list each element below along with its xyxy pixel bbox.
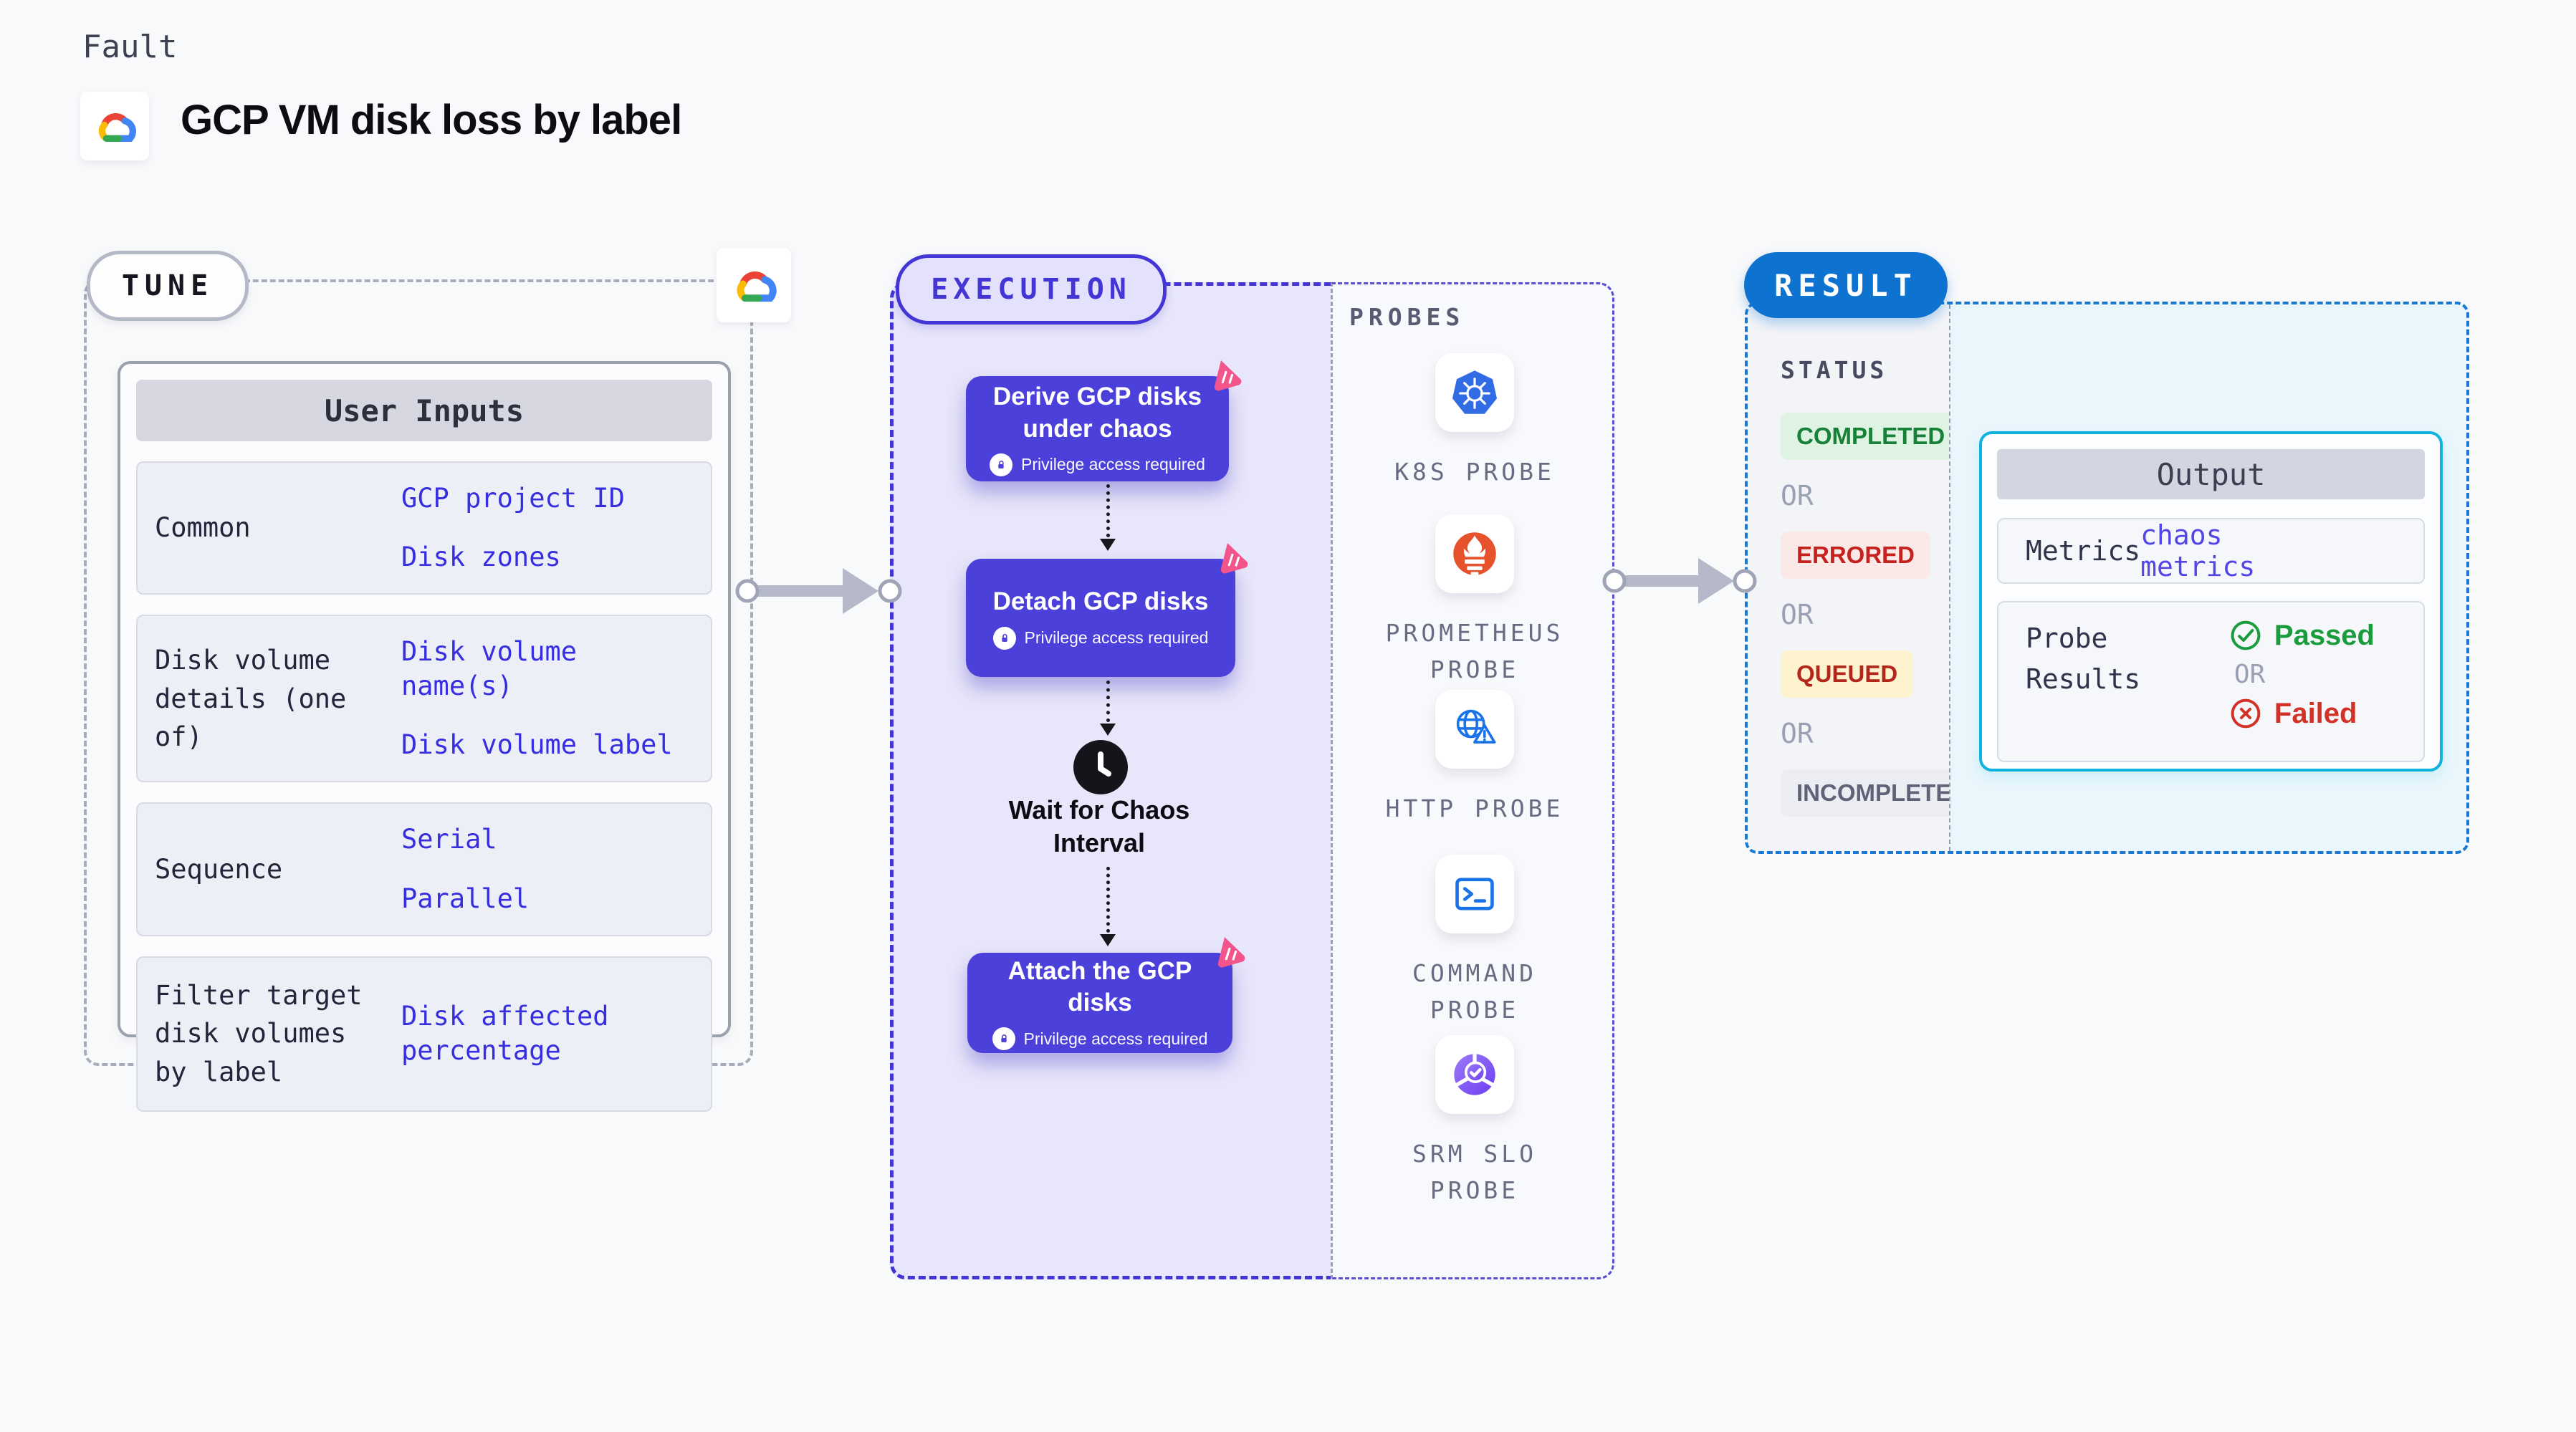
step-title: Derive GCP disks under chaos (992, 383, 1202, 443)
probe-name: K8S PROBE (1394, 458, 1555, 486)
table-row-filter-by-label: Filter target disk volumes by label Disk… (136, 956, 712, 1112)
or-separator: OR (2233, 660, 2266, 689)
tune-to-execution-arrow (735, 568, 902, 614)
output-header: Output (1997, 449, 2425, 499)
step-detach-gcp-disks: Detach GCP disks Privilege access requir… (966, 543, 1248, 677)
privilege-note: Privilege access required (1021, 455, 1205, 474)
execution-badge: EXECUTION (896, 254, 1167, 325)
probe-name: SRM SLO PROBE (1412, 1140, 1538, 1205)
lock-icon (990, 453, 1013, 476)
result-region: RESULT STATUS COMPLETED OR ERRORED OR QU… (1744, 252, 2469, 854)
clock-icon (1073, 740, 1128, 794)
row-value: GCP project ID (401, 483, 625, 514)
http-globe-warning-icon (1435, 690, 1514, 769)
probe-results-label: Probe Results (2026, 623, 2141, 695)
row-label: Common (155, 512, 251, 544)
step-attach-gcp-disks: Attach the GCP disks Privilege access re… (967, 937, 1245, 1053)
check-circle-icon (2231, 620, 2261, 650)
x-circle-icon (2231, 698, 2261, 729)
flow-arrow-down (1097, 681, 1119, 736)
row-value: Disk affected percentage (401, 1001, 609, 1067)
table-row-sequence: Sequence Serial Parallel (136, 802, 712, 936)
probe-name: PROMETHEUS PROBE (1385, 619, 1564, 684)
row-label: Disk volume details (one of) (155, 644, 347, 753)
tune-region: TUNE User Inputs Common GCP project ID D… (84, 248, 791, 1112)
probe-prometheus: PROMETHEUS PROBE (1367, 514, 1582, 688)
user-inputs-card: User Inputs Common GCP project ID Disk z… (118, 361, 731, 1112)
passed-line: Passed (2228, 618, 2375, 653)
passed-label: Passed (2274, 619, 2375, 651)
chaos-icon (1205, 355, 1246, 396)
probe-name: HTTP PROBE (1385, 794, 1564, 822)
row-label: Sequence (155, 853, 283, 885)
row-value: Disk zones (401, 542, 561, 573)
probe-results-row: Probe Results Passed OR (1997, 601, 2425, 762)
lock-icon (992, 1027, 1015, 1051)
probes-label: PROBES (1349, 303, 1465, 331)
metrics-label: Metrics (2026, 534, 2141, 567)
flow-arrow-down (1097, 484, 1119, 551)
metrics-row: Metrics chaos metrics (1997, 518, 2425, 584)
tune-badge: TUNE (87, 251, 249, 321)
terminal-icon (1435, 855, 1514, 933)
arrowhead-icon (1100, 724, 1116, 736)
privilege-note: Privilege access required (1024, 628, 1209, 648)
probes-to-result-arrow (1602, 558, 1757, 604)
lock-icon (992, 626, 1016, 650)
arrowhead-icon (1100, 934, 1116, 946)
status-column: STATUS COMPLETED OR ERRORED OR QUEUED OR… (1748, 304, 1985, 851)
status-badge-completed: COMPLETED (1781, 413, 1961, 460)
probe-http: HTTP PROBE (1367, 690, 1582, 827)
kubernetes-icon (1435, 353, 1514, 432)
arrowhead-icon (1100, 539, 1116, 551)
row-label: Filter target disk volumes by label (155, 979, 363, 1087)
probe-k8s: K8S PROBE (1367, 353, 1582, 490)
failed-line: Failed (2228, 696, 2357, 731)
execution-region: EXECUTION Derive GCP disks under chaos P… (890, 254, 1331, 1279)
fault-kicker: Fault (82, 29, 178, 65)
flow-arrow-down (1097, 867, 1119, 946)
table-row-disk-volume-details: Disk volume details (one of) Disk volume… (136, 615, 712, 783)
probe-srm-slo: SRM SLO PROBE (1367, 1035, 1582, 1208)
chaos-metrics-link: chaos metrics (2140, 519, 2256, 582)
status-label: STATUS (1781, 356, 1888, 384)
status-badge-errored: ERRORED (1781, 532, 1931, 579)
result-badge: RESULT (1744, 252, 1948, 318)
or-separator: OR (1781, 599, 1814, 630)
row-value: Disk volume label (401, 729, 673, 761)
row-value: Disk volume name(s) (401, 636, 578, 702)
or-separator: OR (1781, 718, 1814, 749)
step-derive-gcp-disks: Derive GCP disks under chaos Privilege a… (966, 360, 1242, 481)
step-title: Detach GCP disks (992, 587, 1209, 616)
table-row-common: Common GCP project ID Disk zones (136, 461, 712, 595)
gcp-cloud-logo-icon (80, 92, 149, 160)
prometheus-icon (1435, 514, 1514, 593)
probe-name: COMMAND PROBE (1412, 959, 1538, 1024)
chaos-icon (1208, 931, 1250, 973)
gcp-cloud-icon (737, 271, 777, 302)
chaos-icon (1211, 537, 1253, 579)
slo-donut-check-icon (1435, 1035, 1514, 1114)
step-title: Attach the GCP disks (1007, 956, 1192, 1017)
probe-command: COMMAND PROBE (1367, 855, 1582, 1028)
page-title: GCP VM disk loss by label (181, 97, 682, 143)
failed-label: Failed (2274, 697, 2357, 729)
or-separator: OR (1781, 480, 1814, 511)
wait-for-chaos-interval-label: Wait for Chaos Interval (1008, 795, 1190, 858)
row-value: Serial (401, 824, 497, 855)
output-card: Output Metrics chaos metrics Probe Resul… (1979, 431, 2443, 772)
output-area: Output Metrics chaos metrics Probe Resul… (1949, 304, 2466, 851)
status-badge-queued: QUEUED (1781, 650, 1914, 698)
row-value: Parallel (401, 883, 530, 914)
user-inputs-header: User Inputs (136, 380, 712, 441)
privilege-note: Privilege access required (1023, 1029, 1208, 1048)
gcp-cloud-icon (98, 113, 136, 142)
gcp-cloud-logo-small (717, 248, 791, 322)
probes-region: PROBES K8S PROBE (1331, 282, 1614, 1279)
